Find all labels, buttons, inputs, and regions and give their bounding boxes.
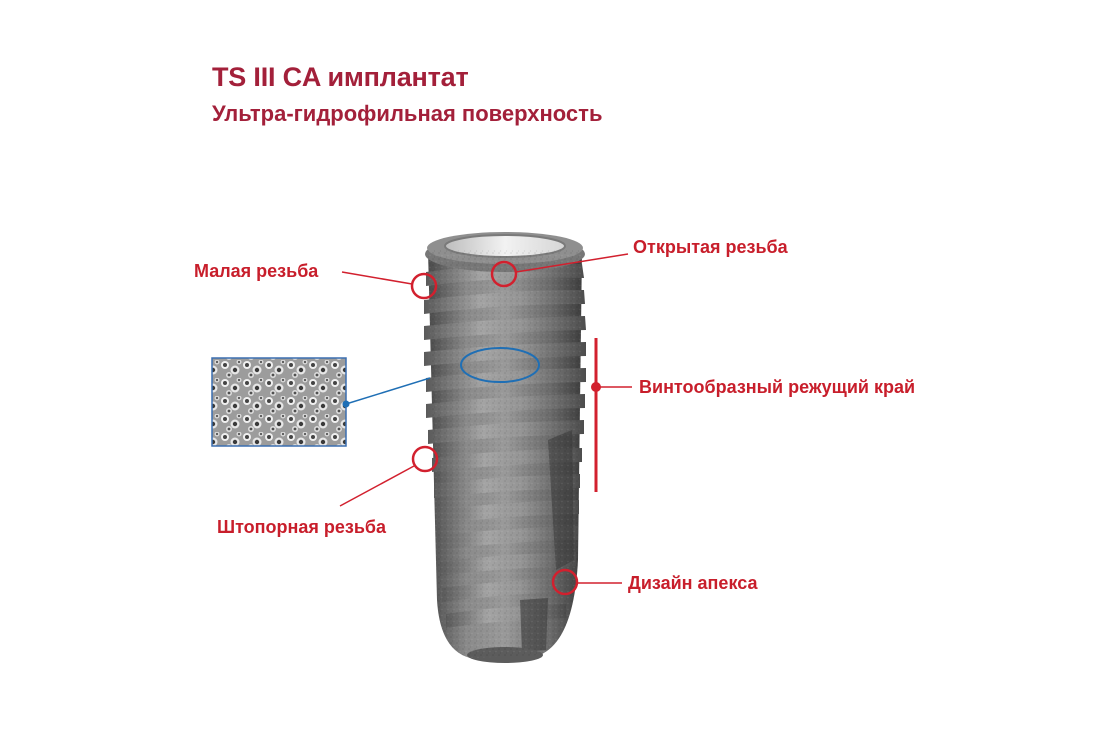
callout-helical-edge-marker <box>591 338 632 492</box>
callout-apex-design-marker <box>551 568 622 596</box>
page-subtitle: Ультра-гидрофильная поверхность <box>212 101 603 126</box>
callout-open-thread-label: Открытая резьба <box>633 237 788 257</box>
implant-illustration <box>424 232 586 663</box>
callout-apex-design-label: Дизайн апекса <box>628 573 758 593</box>
callout-minor-thread-marker <box>341 271 438 300</box>
callout-helical-edge-label: Винтообразный режущий край <box>639 377 916 397</box>
callout-corkscrew-thread-marker <box>339 445 439 507</box>
page-title: TS III CA имплантат <box>212 62 469 92</box>
callout-corkscrew-thread-label: Штопорная резьба <box>217 517 387 537</box>
surface-callout <box>342 347 540 408</box>
callout-open-thread-marker <box>490 253 629 288</box>
surface-microstructure-inset <box>211 357 347 447</box>
callout-minor-thread-label: Малая резьба <box>194 261 319 281</box>
